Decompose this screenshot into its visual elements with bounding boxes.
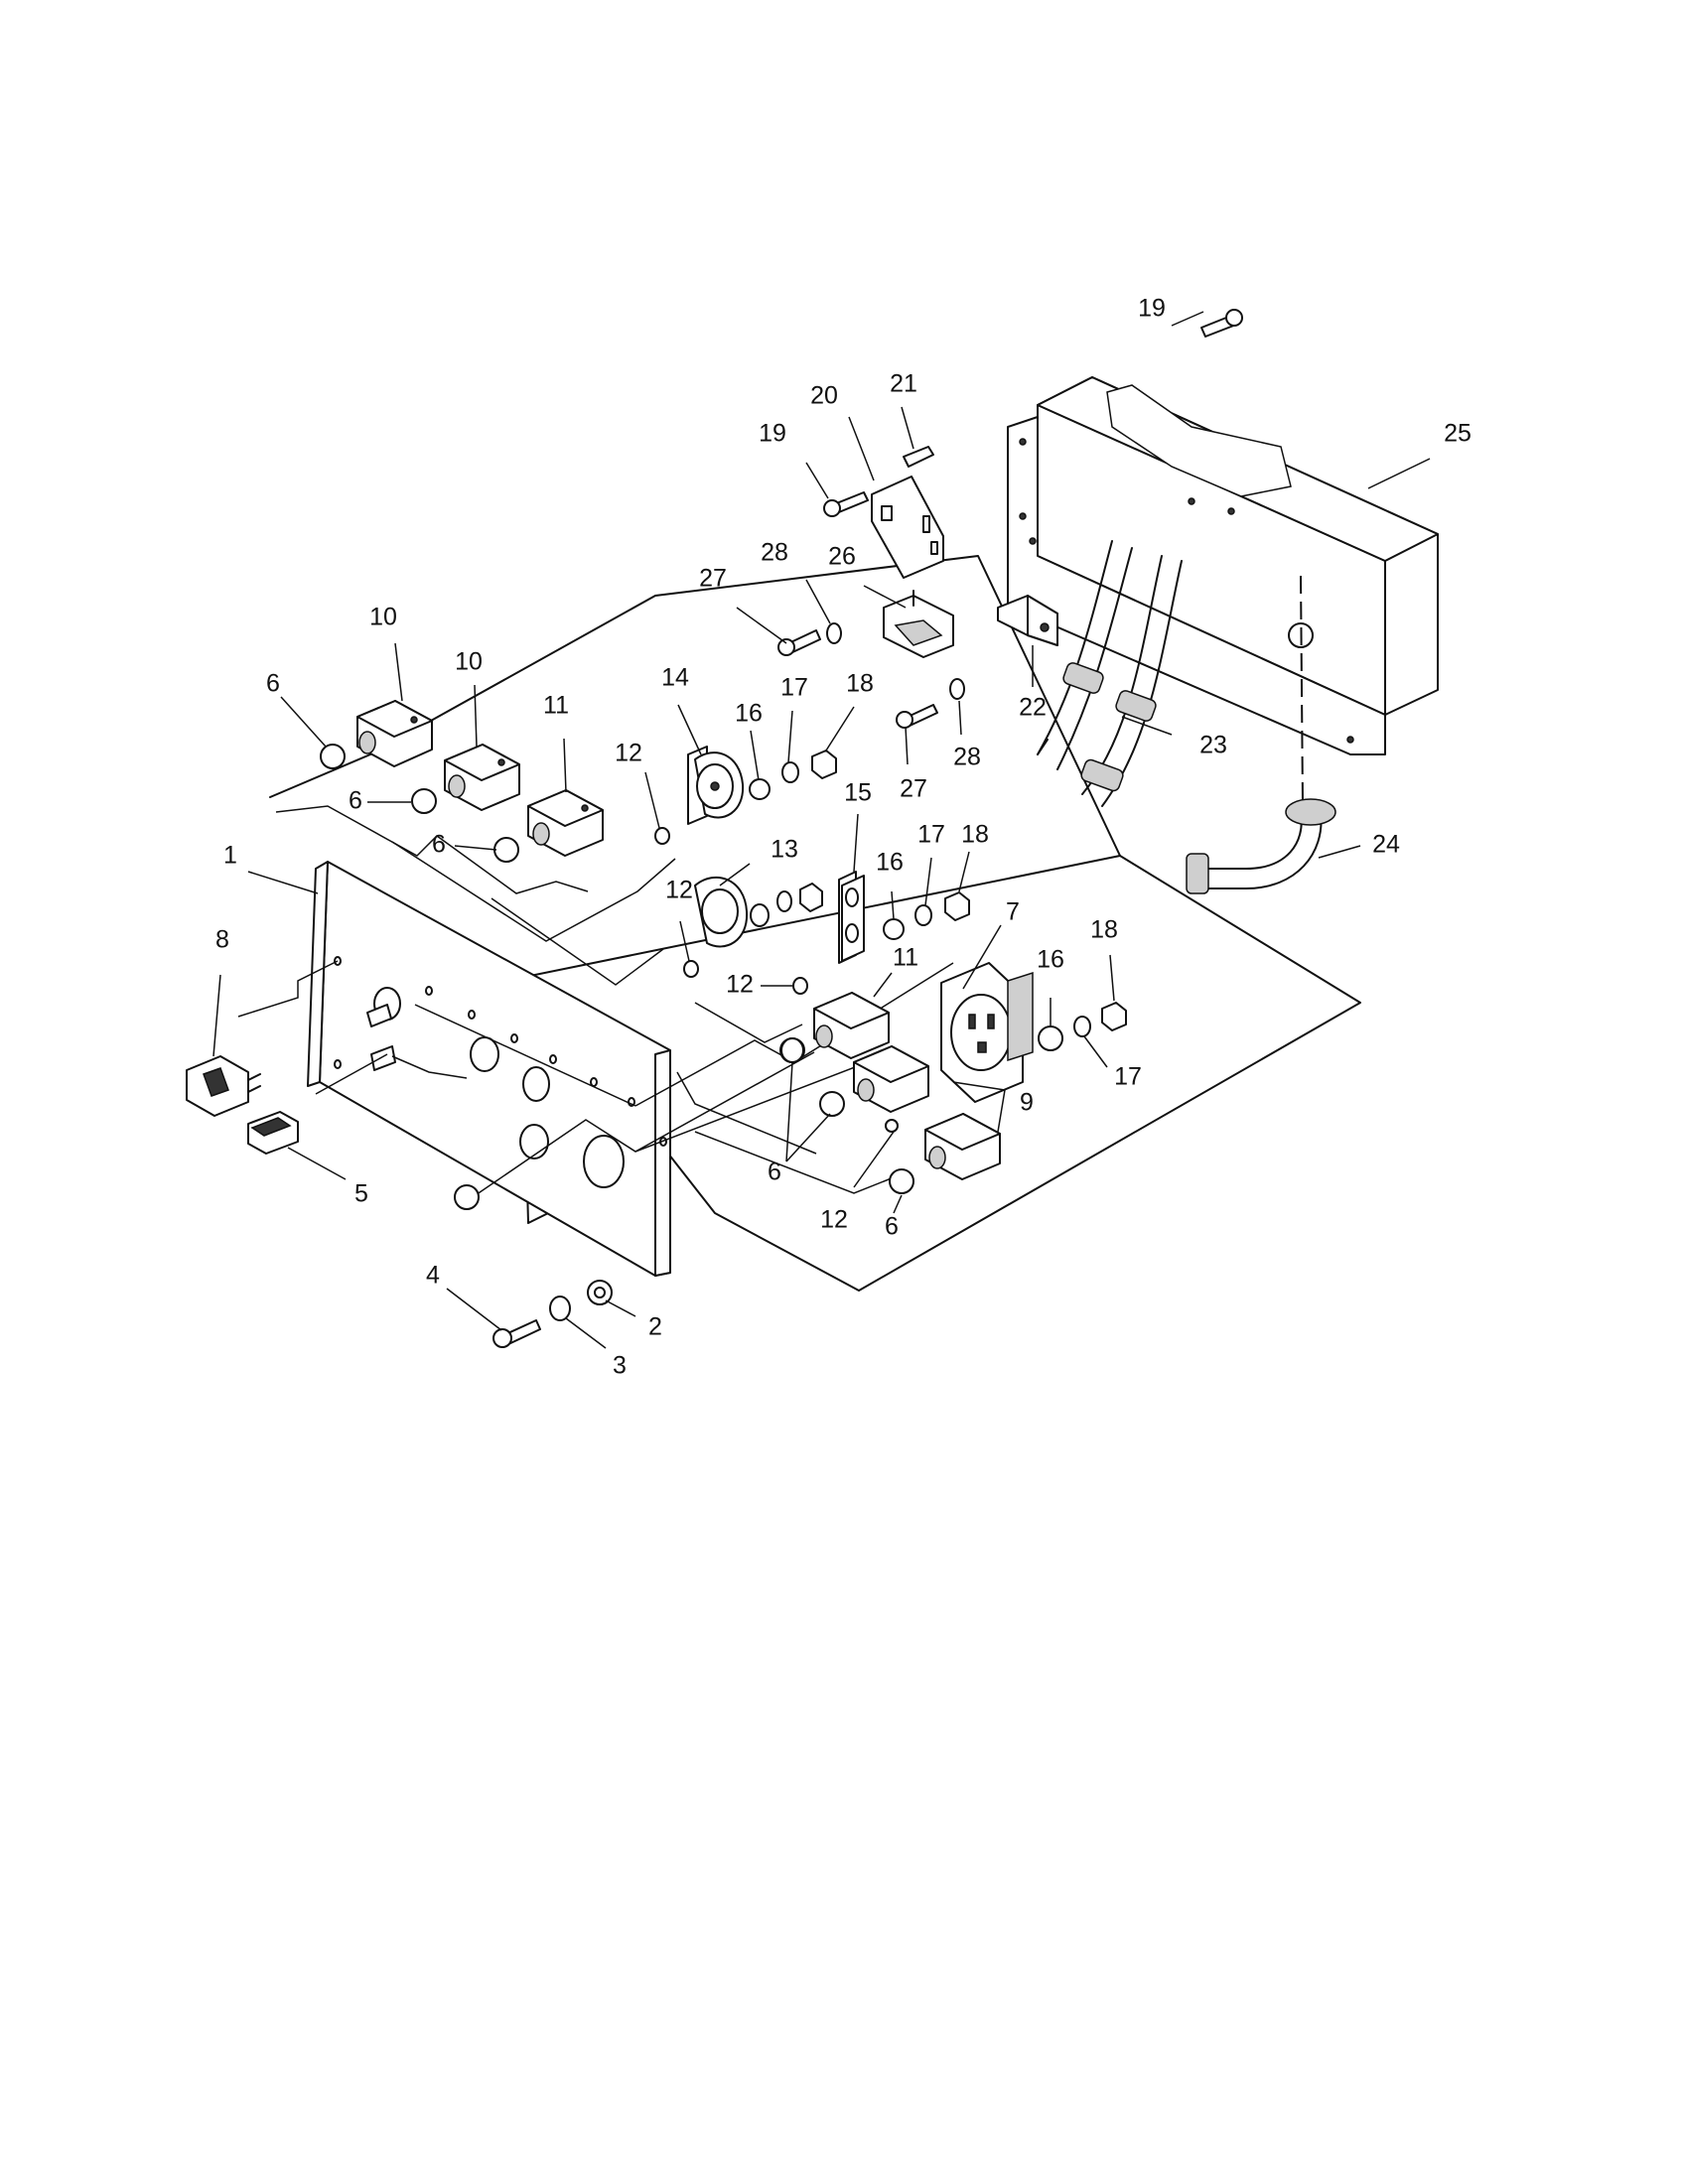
screws bbox=[492, 309, 1243, 1348]
small-rings bbox=[454, 827, 808, 1210]
label-26: 26 bbox=[828, 543, 856, 571]
label-22: 22 bbox=[1019, 694, 1047, 722]
large-receptacle bbox=[940, 962, 1127, 1103]
label-28b: 28 bbox=[953, 744, 981, 771]
label-19b: 19 bbox=[759, 420, 786, 448]
label-10a: 10 bbox=[369, 604, 397, 631]
label-25: 25 bbox=[1444, 420, 1472, 448]
label-16b: 16 bbox=[876, 849, 904, 877]
breaker-9b bbox=[885, 1113, 1001, 1194]
label-28a: 28 bbox=[761, 539, 788, 567]
relay bbox=[883, 590, 954, 658]
label-12c: 12 bbox=[726, 971, 754, 999]
label-2: 2 bbox=[648, 1313, 662, 1341]
label-12d: 12 bbox=[820, 1206, 848, 1234]
label-13: 13 bbox=[771, 836, 798, 864]
receptacle-13 bbox=[694, 876, 823, 948]
label-16a: 16 bbox=[735, 700, 763, 728]
label-17c: 17 bbox=[1114, 1063, 1142, 1091]
label-27b: 27 bbox=[900, 775, 927, 803]
breaker-11a bbox=[493, 789, 604, 863]
label-1: 1 bbox=[223, 842, 237, 870]
label-6b: 6 bbox=[349, 787, 362, 815]
label-3: 3 bbox=[613, 1352, 627, 1380]
breaker-10b bbox=[411, 744, 520, 814]
label-19a: 19 bbox=[1138, 295, 1166, 323]
rocker-switch bbox=[186, 1055, 261, 1117]
alignment-lines bbox=[237, 805, 954, 1202]
front-panel bbox=[307, 861, 671, 1277]
label-15: 15 bbox=[844, 779, 872, 807]
label-20: 20 bbox=[810, 382, 838, 410]
label-17a: 17 bbox=[780, 674, 808, 702]
label-7: 7 bbox=[1006, 898, 1020, 926]
bracket bbox=[997, 595, 1058, 646]
label-27a: 27 bbox=[699, 565, 727, 593]
assembly-outline-upper bbox=[269, 555, 1121, 857]
label-8: 8 bbox=[215, 926, 229, 954]
o-ring bbox=[780, 1037, 804, 1063]
circuit-board bbox=[871, 476, 944, 579]
label-12b: 12 bbox=[665, 877, 693, 904]
label-14: 14 bbox=[661, 664, 689, 692]
cable-elbow bbox=[1186, 798, 1336, 894]
label-6d: 6 bbox=[768, 1159, 781, 1186]
label-24: 24 bbox=[1372, 831, 1400, 859]
label-9: 9 bbox=[1020, 1089, 1034, 1117]
label-23: 23 bbox=[1199, 732, 1227, 759]
label-18c: 18 bbox=[1090, 916, 1118, 944]
control-box bbox=[1007, 376, 1439, 755]
breaker-9a bbox=[819, 1045, 929, 1117]
label-11b: 11 bbox=[893, 944, 918, 972]
label-10b: 10 bbox=[455, 648, 483, 676]
label-11a: 11 bbox=[543, 692, 569, 720]
label-6e: 6 bbox=[885, 1213, 899, 1241]
callout-labels: 1 2 3 4 5 6 6 6 6 6 7 8 9 10 10 11 11 12… bbox=[215, 295, 1472, 1380]
label-6a: 6 bbox=[266, 670, 280, 698]
spacer-pin bbox=[903, 446, 934, 468]
label-18b: 18 bbox=[961, 821, 989, 849]
label-6c: 6 bbox=[432, 831, 446, 859]
breaker-10a bbox=[320, 700, 433, 769]
label-12a: 12 bbox=[615, 740, 642, 767]
receptacle-14 bbox=[687, 746, 837, 825]
label-5: 5 bbox=[354, 1180, 368, 1208]
label-16c: 16 bbox=[1037, 946, 1064, 974]
label-17b: 17 bbox=[917, 821, 945, 849]
duplex-outlet bbox=[838, 871, 970, 964]
label-18a: 18 bbox=[846, 670, 874, 698]
box-dashed-axis bbox=[1300, 575, 1304, 805]
indicator-switch bbox=[247, 1111, 299, 1155]
leader-lines bbox=[212, 311, 1431, 1349]
label-21: 21 bbox=[890, 370, 917, 398]
power-cables bbox=[1037, 540, 1183, 807]
label-4: 4 bbox=[426, 1262, 440, 1290]
